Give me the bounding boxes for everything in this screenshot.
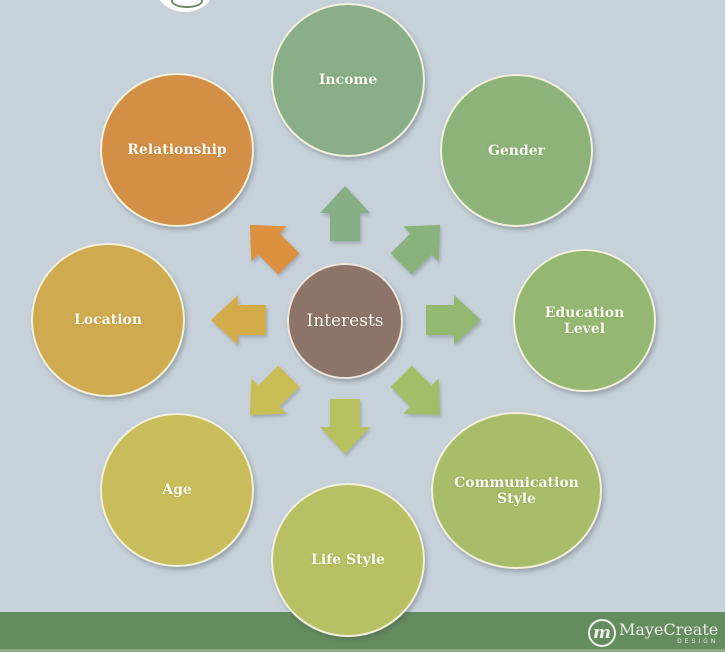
arrow-right-icon	[426, 295, 481, 345]
node-location: Location	[31, 243, 185, 397]
brand-subtitle: DESIGN	[677, 638, 719, 645]
node-income-label: Income	[318, 72, 378, 88]
node-relationship: Relationship	[100, 73, 254, 227]
brand-logo: m MayeCreate DESIGN	[588, 617, 718, 649]
node-life-style: Life Style	[271, 483, 425, 637]
node-gender-label: Gender	[487, 142, 546, 159]
node-interests-center: Interests	[287, 263, 403, 379]
node-income: Income	[271, 3, 425, 157]
node-education-level-label: Education Level	[544, 304, 625, 337]
brand-mark-icon: m	[588, 619, 616, 647]
arrow-up-icon	[320, 186, 370, 241]
node-education-level: Education Level	[513, 249, 656, 392]
arrow-down-right-icon	[383, 358, 458, 433]
node-interests-label: Interests	[306, 311, 384, 331]
arrow-left-icon	[211, 295, 266, 345]
node-life-style-label: Life Style	[311, 552, 385, 568]
arrow-down-icon	[320, 399, 370, 454]
node-age: Age	[100, 413, 254, 567]
arrow-down-left-icon	[232, 358, 307, 433]
node-gender: Gender	[440, 74, 593, 227]
node-relationship-label: Relationship	[127, 142, 227, 158]
arrow-up-left-icon	[232, 207, 307, 282]
node-communication-style: Communication Style	[431, 412, 602, 569]
arrow-up-right-icon	[383, 207, 458, 282]
brand-name: MayeCreate	[619, 620, 719, 639]
node-communication-style-label: Communication Style	[454, 474, 579, 507]
node-location-label: Location	[73, 312, 143, 328]
node-age-label: Age	[162, 482, 192, 498]
